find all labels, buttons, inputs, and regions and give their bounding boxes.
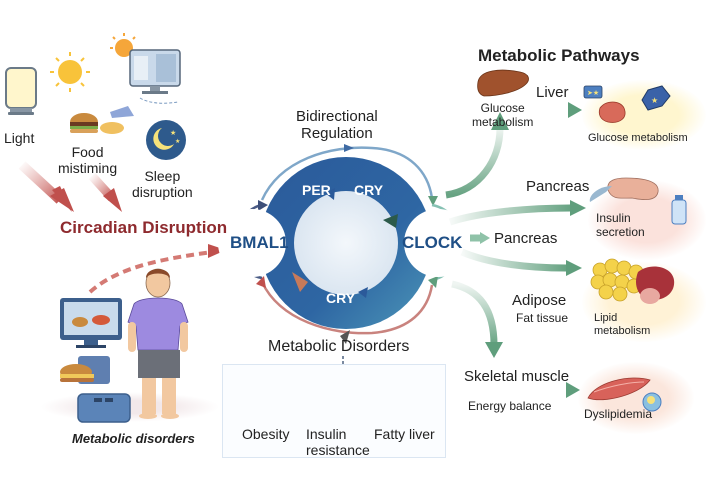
gene-cry-bottom: CRY xyxy=(326,290,356,306)
adipose-icon xyxy=(590,258,675,304)
liver-glucose-line1: Glucose xyxy=(480,101,525,115)
bidirectional-regulation-label: Bidirectional Regulation xyxy=(296,108,378,143)
liver-icon xyxy=(477,69,529,97)
svg-text:★: ★ xyxy=(175,138,180,145)
food-label-line1: Food xyxy=(71,144,104,160)
metabolic-pathways-title: Metabolic Pathways xyxy=(478,46,640,65)
muscle-icon xyxy=(587,377,662,412)
clock-node xyxy=(404,209,472,277)
glucose-chat-icon: ➤★ xyxy=(583,85,603,99)
lipid-line1: Lipid xyxy=(594,312,618,324)
metabolic-disorders-caption: Metabolic disorders xyxy=(72,431,195,446)
sleep-disruption-label: Sleep disruption xyxy=(132,168,193,200)
disruption-arrow-light xyxy=(18,161,74,212)
food-mistiming-label: Food mistiming xyxy=(58,144,117,176)
arrow-head-adipose xyxy=(566,260,582,276)
disorder-fatty-liver-label: Fatty liver xyxy=(374,426,435,442)
bidirectional-line2: Regulation xyxy=(301,125,373,143)
bmal1-node xyxy=(218,209,286,277)
clock-ring xyxy=(260,157,432,329)
gene-bmal1: BMAL1 xyxy=(230,233,289,252)
liver-organ-label: Liver xyxy=(536,84,569,101)
arrow-to-liver xyxy=(445,127,504,199)
skeletal-muscle-label: Skeletal muscle xyxy=(464,368,570,385)
computer-monitor-icon xyxy=(129,49,181,104)
gene-cry-top: CRY xyxy=(354,182,384,198)
arrow-to-muscle xyxy=(451,280,498,346)
arrow-head-pancreas xyxy=(570,200,586,216)
food-label-line2: mistiming xyxy=(58,160,118,177)
arrow-head-pancreas-mid xyxy=(480,232,490,244)
pancreas-organ-label: Pancreas xyxy=(526,178,590,195)
svg-text:➤★: ➤★ xyxy=(587,89,599,97)
light-box-icon xyxy=(5,67,37,115)
disruption-arrow-food xyxy=(88,172,122,212)
sleep-label-line2: disruption xyxy=(132,184,193,201)
insulin-secretion-line1: Insulin xyxy=(596,211,631,225)
person-figure xyxy=(127,268,189,419)
liver-glucose-line2: metabolism xyxy=(472,114,534,129)
arrow-to-pancreas xyxy=(448,204,571,226)
lipid-line2: metabolism xyxy=(594,324,651,337)
arc-arrow-clock-bottom xyxy=(428,276,438,288)
arc-arrow-bmal-bottom xyxy=(256,276,266,288)
disorder-insulin-label: Insulin resistance xyxy=(306,426,370,458)
metabolic-disorders-box xyxy=(222,364,446,458)
burger-icon xyxy=(70,106,134,134)
pancreas-mid-label: Pancreas xyxy=(494,230,558,247)
light-label: Light xyxy=(4,130,35,146)
svg-text:★: ★ xyxy=(651,96,658,105)
arrow-to-disorders xyxy=(340,330,350,344)
fastfood-icon xyxy=(60,356,110,384)
gene-clock: CLOCK xyxy=(402,233,463,252)
pancreas-icon xyxy=(589,177,659,202)
sleep-label-line1: Sleep xyxy=(144,168,181,184)
glucose-molecule-icon: ★ xyxy=(641,85,671,111)
bidirectional-line1: Bidirectional xyxy=(296,108,378,125)
outer-arc-top xyxy=(260,146,434,201)
energy-balance-label: Energy balance xyxy=(468,399,552,413)
moon-icon: ★ ★ xyxy=(146,120,186,160)
insulin-secretion-line2: secretion xyxy=(596,224,645,239)
svg-text:★: ★ xyxy=(170,129,176,137)
arrow-head-dyslipidemia xyxy=(566,382,580,398)
tv-food-icon xyxy=(60,298,122,348)
disorder-obesity-label: Obesity xyxy=(242,426,290,442)
arrow-head-muscle xyxy=(485,342,503,358)
circadian-disruption-title: Circadian Disruption xyxy=(60,218,228,237)
sun-icon-small xyxy=(110,33,136,57)
bathroom-scale-icon xyxy=(77,393,131,423)
fat-tissue-label: Fat tissue xyxy=(516,311,569,325)
arrow-head-glucose xyxy=(568,102,582,118)
gene-per: PER xyxy=(302,182,331,198)
dyslipidemia-label: Dyslipidemia xyxy=(584,407,653,421)
insulin-line1: Insulin xyxy=(306,426,347,442)
feedback-dashed-arrow xyxy=(88,244,226,294)
adipose-organ-label: Adipose xyxy=(512,292,567,309)
arc-arrow-bmal-top xyxy=(258,200,268,211)
metabolic-disorders-title: Metabolic Disorders xyxy=(268,338,410,355)
liver-slice-icon xyxy=(598,101,626,123)
glucose-metabolism-label: Glucose metabolism xyxy=(588,132,688,144)
arrow-to-adipose xyxy=(460,248,567,272)
insulin-vial-icon xyxy=(671,195,687,225)
lipid-metabolism-label: Lipid metabolism xyxy=(594,312,650,337)
arc-arrow-clock-top xyxy=(428,196,438,206)
insulin-secretion-label: Insulin secretion xyxy=(596,211,645,240)
arc-arrow-top xyxy=(344,144,354,152)
insulin-line2: resistance xyxy=(306,442,370,459)
arrow-head-liver xyxy=(491,112,509,130)
sun-icon xyxy=(50,52,90,92)
outer-arc-bottom xyxy=(260,281,434,335)
liver-glucose-label: Glucose metabolism xyxy=(472,101,534,130)
